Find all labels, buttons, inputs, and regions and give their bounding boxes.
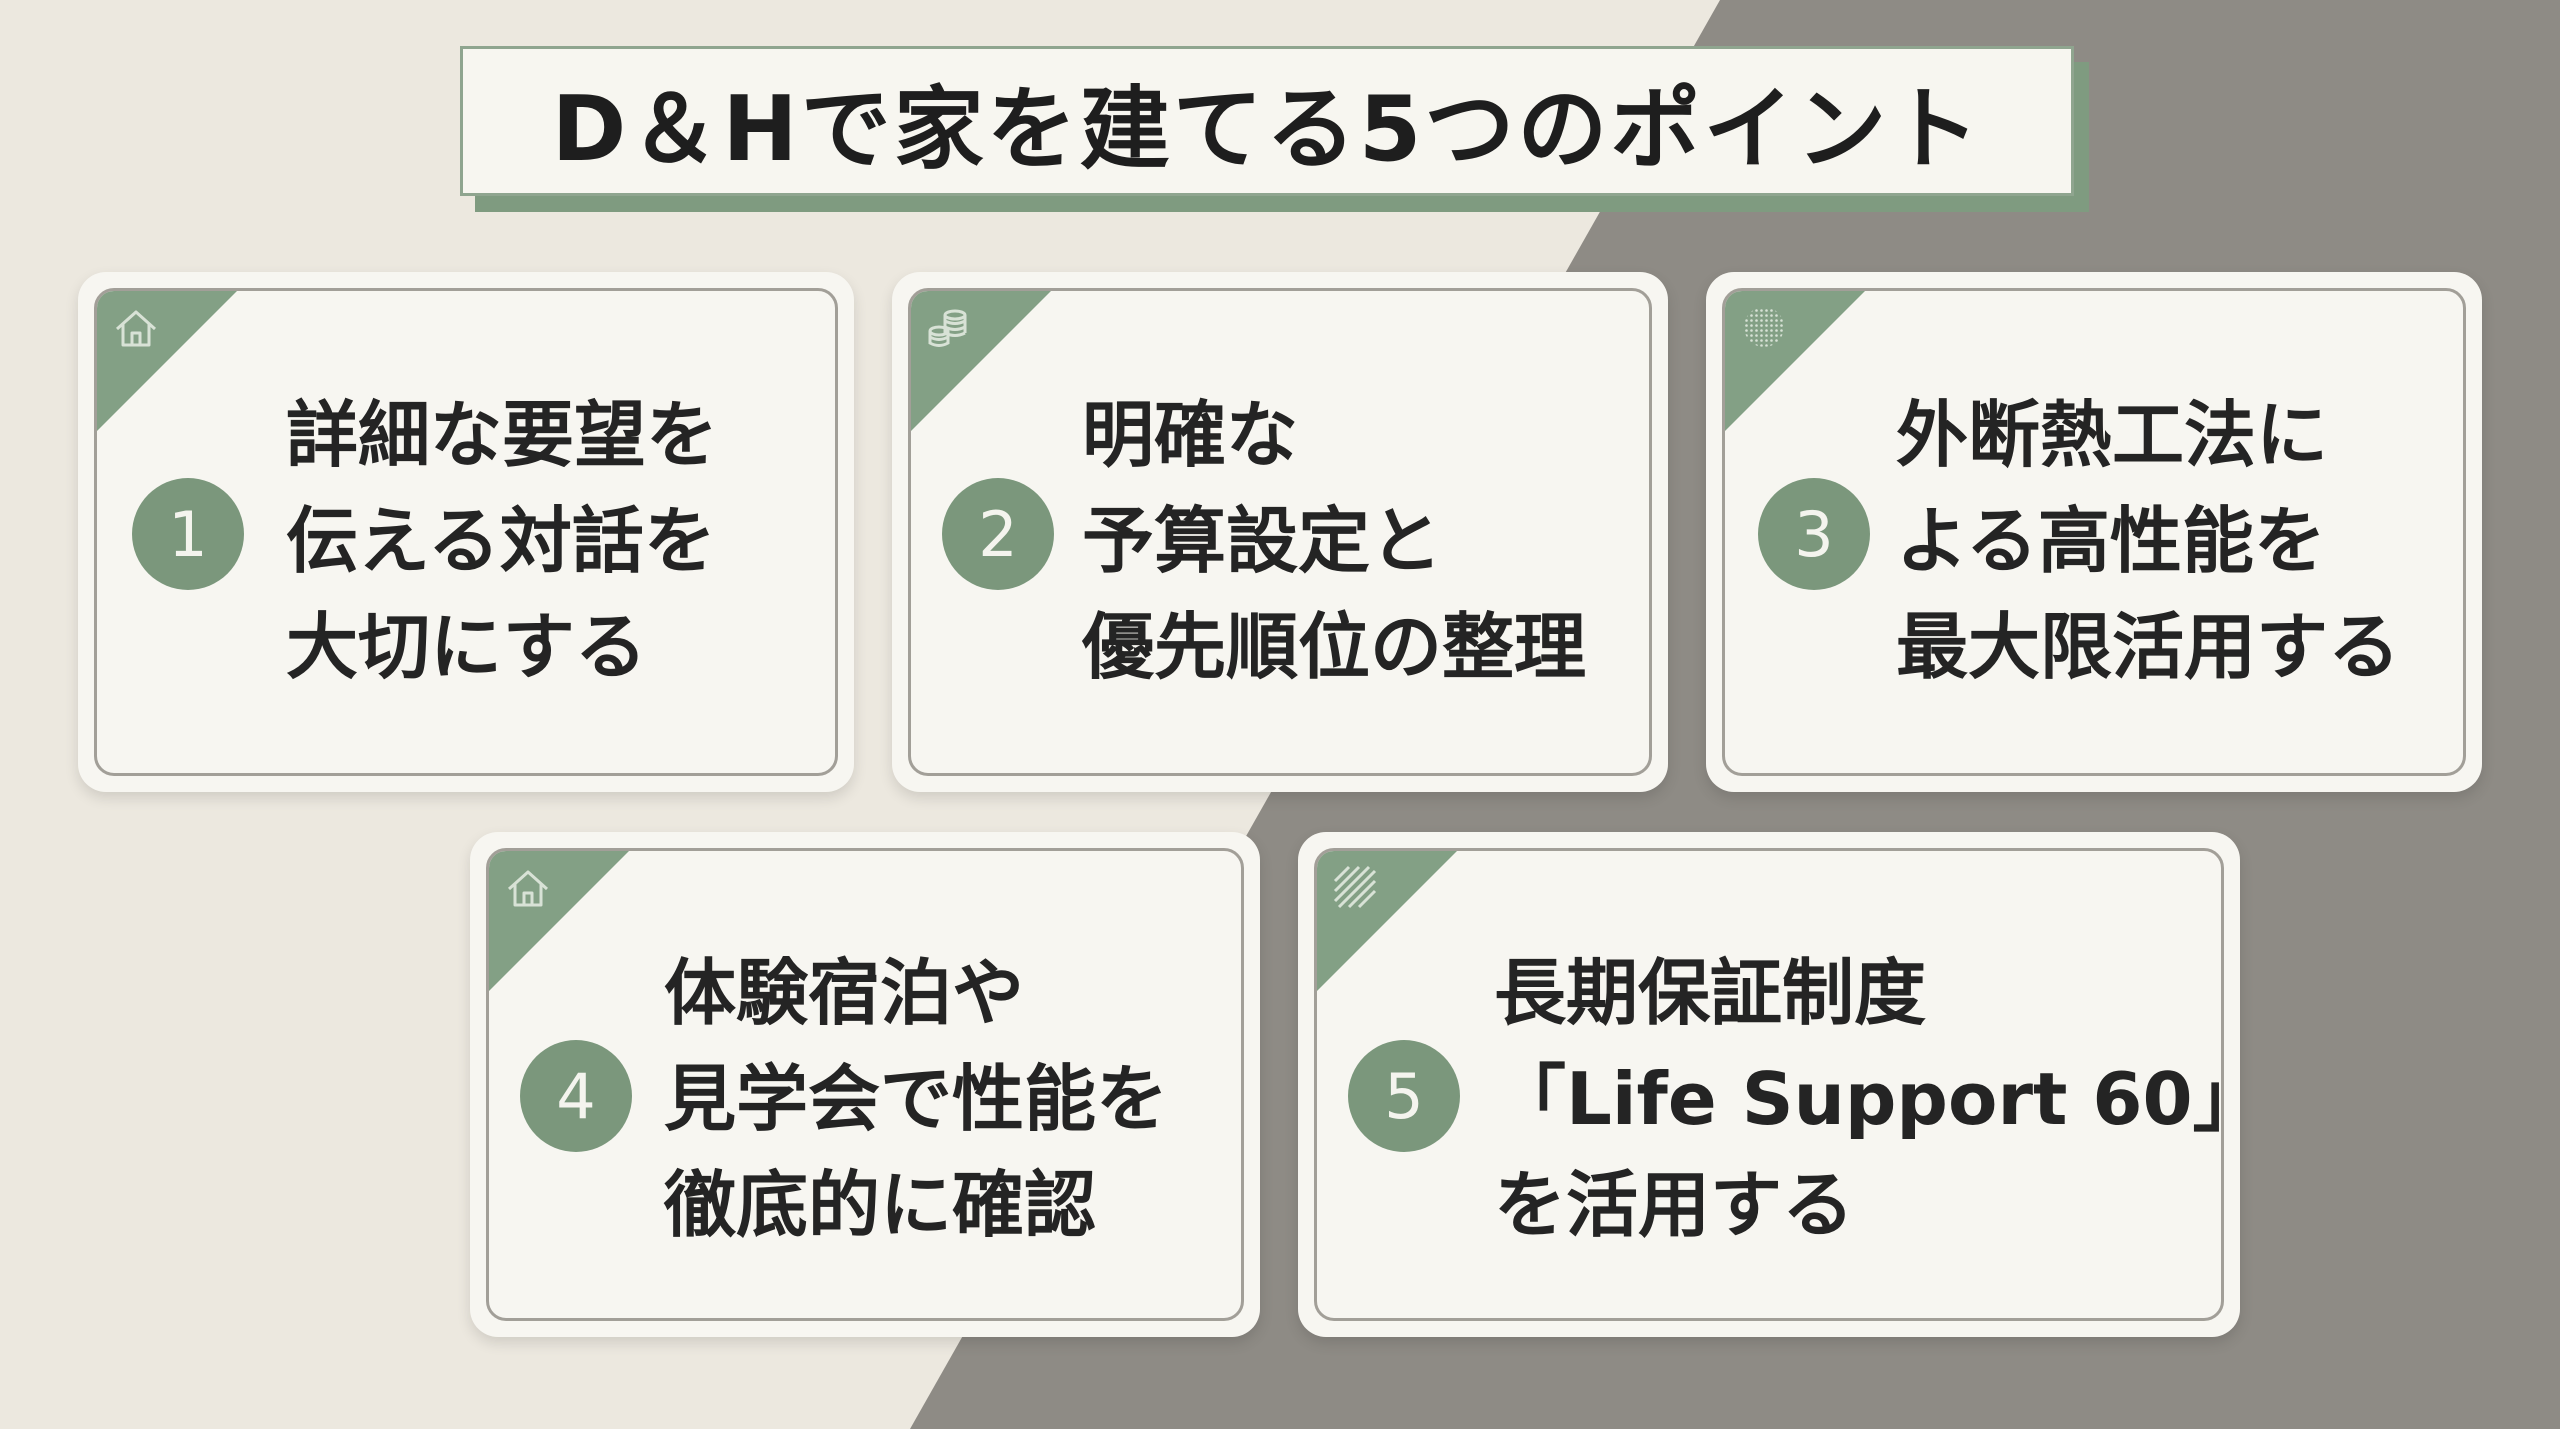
point-text-line: 最大限活用する [1896,605,2401,689]
point-text-line: 予算設定と [1082,499,1443,583]
point-text: 明確な 予算設定と 優先順位の整理 [1082,382,1586,700]
card-frame [94,288,838,776]
point-text-line: 見学会で性能を [664,1057,1169,1141]
point-text-line: 詳細な要望を [286,393,719,477]
card-frame [1722,288,2466,776]
point-card-3: 3 外断熱工法に よる高性能を 最大限活用する [1706,272,2482,792]
point-number-badge: 5 [1348,1040,1460,1152]
house-icon [115,310,157,347]
point-text-line: 「Life Support 60」 [1494,1057,2265,1141]
point-text-line: 体験宿泊や [664,951,1025,1035]
texture-dots-icon [1744,307,1784,347]
point-text-line: 外断熱工法に [1896,393,2329,477]
point-number-badge: 1 [132,478,244,590]
point-text: 長期保証制度 「Life Support 60」 を活用する [1494,940,2265,1258]
point-number-badge: 4 [520,1040,632,1152]
diagonal-stripes-icon [1333,865,1377,909]
card-frame [908,288,1652,776]
point-text-line: 徹底的に確認 [664,1163,1097,1247]
point-text: 体験宿泊や 見学会で性能を 徹底的に確認 [664,940,1168,1258]
point-text-line: 伝える対話を [286,499,716,583]
point-text-line: 長期保証制度 [1494,951,1927,1035]
point-text: 詳細な要望を 伝える対話を 大切にする [286,382,718,700]
point-text-line: 優先順位の整理 [1082,605,1587,689]
coins-icon [928,309,967,347]
point-text-line: を活用する [1494,1163,1855,1247]
title-banner: D＆Hで家を建てる5つのポイント [460,46,2074,196]
page-title: D＆Hで家を建てる5つのポイント [551,77,1983,182]
point-text: 外断熱工法に よる高性能を 最大限活用する [1896,382,2400,700]
point-text-line: よる高性能を [1896,499,2326,583]
card-frame [1314,848,2224,1321]
point-text-line: 明確な [1082,393,1299,477]
card-frame [486,848,1244,1321]
point-card-5: 5 長期保証制度 「Life Support 60」 を活用する [1298,832,2265,1337]
point-number-badge: 3 [1758,478,1870,590]
house-icon [507,870,549,907]
point-card-2: 2 明確な 予算設定と 優先順位の整理 [892,272,1668,792]
point-number-badge: 2 [942,478,1054,590]
point-card-1: 1 詳細な要望を 伝える対話を 大切にする [78,272,854,792]
point-text-line: 大切にする [286,605,647,689]
point-card-4: 4 体験宿泊や 見学会で性能を 徹底的に確認 [470,832,1260,1337]
